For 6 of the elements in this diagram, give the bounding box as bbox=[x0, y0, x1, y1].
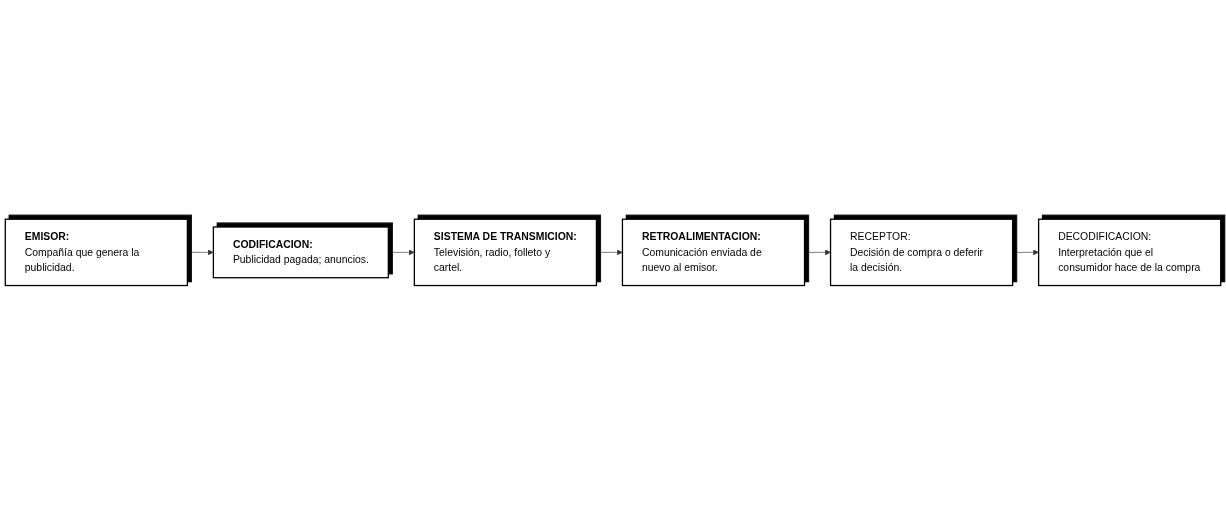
node-box: DECODIFICACION: Interpretación que el consumidor hace de la compra bbox=[1038, 218, 1222, 287]
node-box: RETROALIMENTACION: Comunicación enviada de nuevo al emisor. bbox=[621, 218, 806, 287]
node-box: RECEPTOR: Decisión de compra o deferir la decisión. bbox=[829, 218, 1014, 287]
node-box: CODIFICACION: Publicidad pagada; anuncios. bbox=[212, 226, 389, 279]
node-box: EMISOR: Compañía que genera la publicidad. bbox=[4, 218, 188, 287]
node-box: SISTEMA DE TRANSMICION: Televisión, radio, folleto y cartel. bbox=[413, 218, 598, 287]
